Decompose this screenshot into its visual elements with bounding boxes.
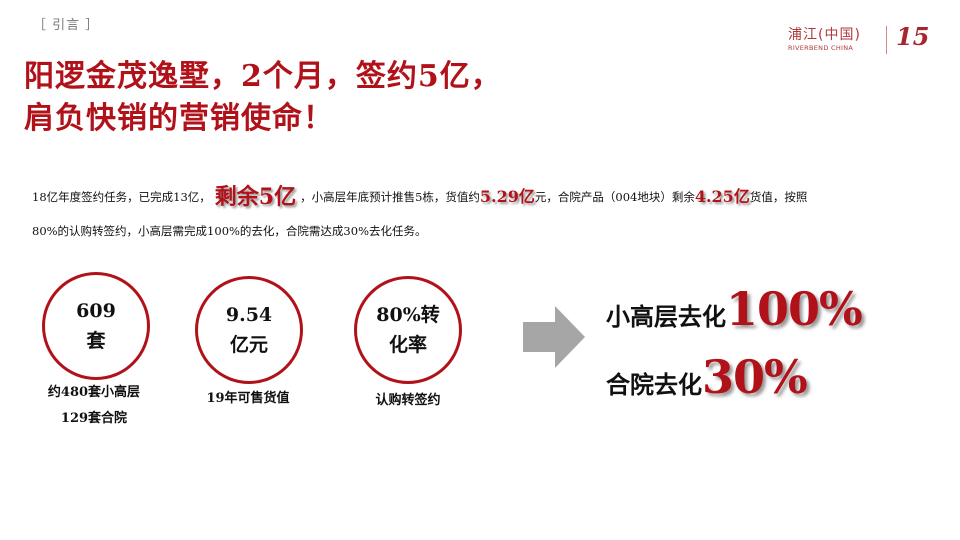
- caption-line: 认购转签约: [375, 393, 441, 408]
- logo-cn-text: 浦江(中国): [788, 27, 861, 43]
- stat-value: 80%转: [376, 304, 440, 326]
- company-logo: 浦江(中国) RIVERBEND CHINA 15: [788, 22, 938, 58]
- stat-unit: 套: [86, 330, 106, 352]
- result-value: 30%: [702, 350, 808, 404]
- stat-value: 9.54: [225, 304, 273, 326]
- section-tag: ［ 引言 ］: [33, 18, 100, 33]
- result-label: 小高层去化: [606, 302, 726, 331]
- text-segment: ，小高层年底预计推售5栋，货值约: [300, 190, 480, 204]
- result-value: 100%: [726, 282, 863, 336]
- stat-value: 609: [76, 300, 116, 322]
- result-courtyard: 合院去化30%: [606, 350, 808, 404]
- highlight-courtyard-value: 4.25亿: [694, 187, 750, 206]
- right-arrow-icon: [523, 306, 585, 368]
- highlight-highrise-value: 5.29亿: [479, 187, 535, 206]
- caption-line: 129套合院: [60, 411, 128, 426]
- text-segment: 货值，按照: [749, 190, 808, 204]
- paragraph-line-1: 18亿年度签约任务，已完成13亿， 剩余5亿 ，小高层年底预计推售5栋，货值约 …: [32, 180, 932, 214]
- stat-unit: 亿元: [229, 334, 268, 356]
- title-line-2: 肩负快销的营销使命！: [24, 101, 334, 136]
- highlight-remaining: 剩余5亿: [214, 184, 297, 210]
- stat-caption-conversion: 认购转签约: [328, 388, 488, 414]
- logo-divider: [886, 26, 887, 54]
- text-segment: 18亿年度签约任务，已完成13亿，: [32, 190, 211, 204]
- title-line-1: 阳逻金茂逸墅，2个月，签约5亿，: [24, 59, 502, 94]
- stat-caption-value: 19年可售货值: [168, 386, 328, 412]
- text-segment: 元，合院产品（004地块）剩余: [534, 190, 695, 204]
- caption-line: 约480套小高层: [47, 385, 141, 400]
- stat-caption-units: 约480套小高层 129套合院: [14, 380, 174, 432]
- result-label: 合院去化: [606, 370, 702, 399]
- stat-circle-value: 9.54 亿元: [195, 276, 303, 384]
- page-title: 阳逻金茂逸墅，2个月，签约5亿， 肩负快销的营销使命！: [24, 56, 502, 140]
- anniversary-15-icon: 15: [896, 22, 930, 51]
- caption-line: 19年可售货值: [206, 391, 290, 406]
- paragraph-line-2: 80%的认购转签约，小高层需完成100%的去化，合院需达成30%去化任务。: [32, 224, 427, 238]
- stat-circle-conversion: 80%转 化率: [354, 276, 462, 384]
- stat-circle-units: 609 套: [42, 272, 150, 380]
- stat-unit: 化率: [388, 334, 427, 356]
- logo-en-text: RIVERBEND CHINA: [788, 44, 854, 52]
- intro-paragraph: 18亿年度签约任务，已完成13亿， 剩余5亿 ，小高层年底预计推售5栋，货值约 …: [32, 180, 932, 248]
- result-highrise: 小高层去化100%: [606, 282, 863, 336]
